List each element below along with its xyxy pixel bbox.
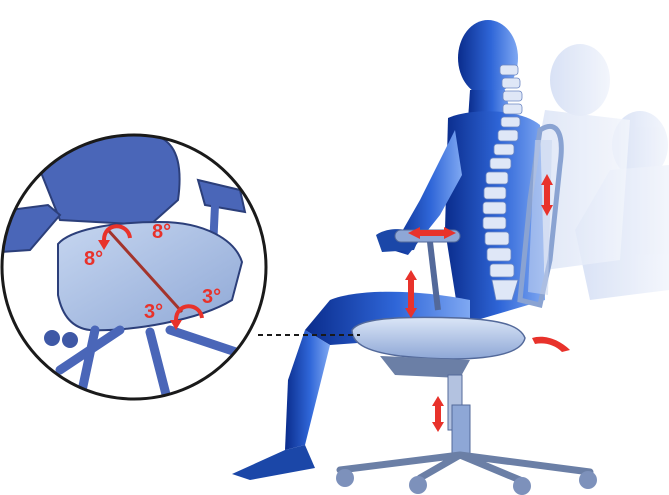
seat-tilt-inset — [0, 130, 266, 410]
tilt-label-bottom-left: 3° — [144, 302, 163, 322]
tilt-label-top-right: 8° — [152, 222, 171, 242]
tilt-label-top-left: 8° — [84, 249, 103, 269]
tilt-label-bottom-right: 3° — [202, 287, 221, 307]
